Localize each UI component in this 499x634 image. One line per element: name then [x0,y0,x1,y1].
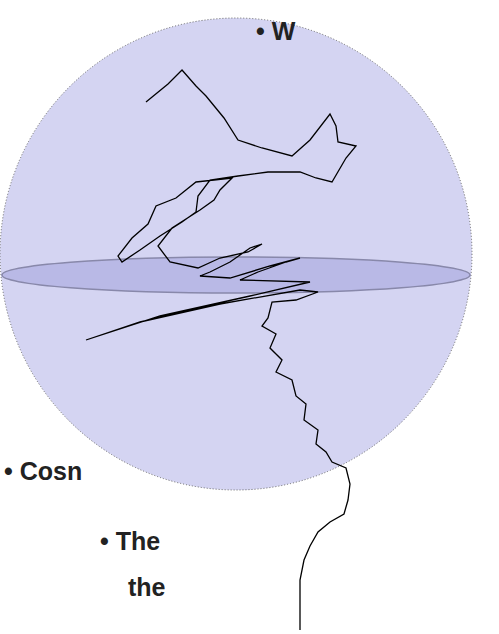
bullet-text: the [128,574,166,602]
random-walk [86,70,356,630]
bullet-text: • The [100,528,160,556]
bullet-text: • W [256,18,295,46]
bullet-text: • Cosn [4,458,82,486]
disk [2,257,470,293]
